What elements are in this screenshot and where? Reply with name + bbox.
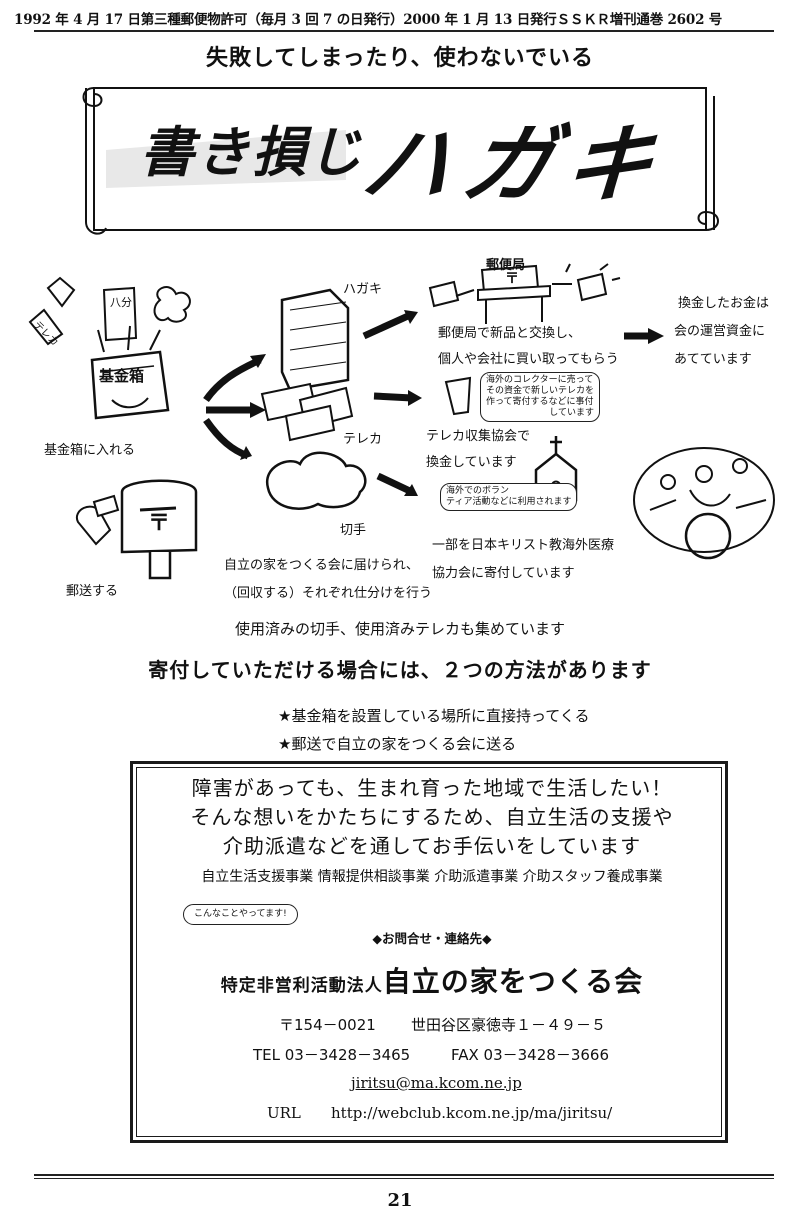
lead-line-3: 介助派遣などを通してお手伝いをしています (222, 834, 642, 858)
note-bubble: こんなことやってます! (183, 904, 298, 925)
hagaki-stack-icon (280, 288, 350, 392)
label-fund-box: 基金箱に入れる (44, 443, 136, 458)
org-prefix: 特定非営利活動法人 (220, 976, 383, 996)
organization-name: 特定非営利活動法人自立の家をつくる会 (133, 960, 731, 1000)
sorting-text-1: 自立の家をつくる会に届けられ、 (224, 558, 419, 573)
fund-box-icon (90, 350, 170, 420)
url-link[interactable]: http://webclub.kcom.ne.jp/ma/jiritsu/ (331, 1104, 613, 1122)
lead-line-2: そんな想いをかたちにするため、自立生活の支援や (190, 805, 674, 829)
label-telecard: テレカ (343, 432, 383, 447)
lead-line-1: 障害があっても、生まれ育った地域で生活したい！ (191, 776, 673, 800)
speech-bubble-collector: 海外のコレクターに売って その資金で新しいテレカを 作って寄付するなどに事付 し… (480, 372, 601, 422)
publication-info: 1992 年 4 月 17 日第三種郵便物許可（毎月 3 回 7 の日発行）20… (14, 12, 723, 28)
collection-bin-icon (444, 376, 472, 416)
people-group-icon (633, 447, 775, 553)
tel-number: TEL 03－3428－3465 (253, 1046, 411, 1064)
hand-icon (46, 276, 76, 308)
methods-heading: 寄付していただける場合には、２つの方法があります (148, 658, 652, 682)
label-mail: 郵送する (66, 584, 119, 599)
church-text-2: 協力会に寄付しています (432, 566, 575, 581)
sorting-text-2: （回収する）それぞれ仕分けを行う (224, 586, 433, 601)
scroll-banner (82, 87, 719, 235)
post-office-sign: 郵便局 (486, 258, 526, 273)
label-hagaki: ハガキ (343, 282, 383, 297)
fund-box-sign: 基金箱 (99, 367, 145, 385)
funds-text-3: あてています (674, 352, 752, 367)
church-text-1: 一部を日本キリスト教海外医療 (432, 538, 615, 553)
banner-title-kakisonji: 書き損じ (140, 121, 364, 184)
telecard-text-1: テレカ収集協会で (426, 429, 531, 444)
collect-sentence: 使用済みの切手、使用済みテレカも集めています (234, 620, 565, 638)
bubble-collector-line-1: 海外のコレクターに売って (486, 375, 594, 385)
postbox-symbol: 〒 (148, 511, 171, 536)
label-stamps: 切手 (340, 523, 367, 538)
hagaki-card-sign: 八分 (110, 296, 132, 309)
services-list: 自立生活支援事業 情報提供相談事業 介助派遣事業 介助スタッフ養成事業 (201, 869, 663, 885)
funds-text-2: 会の運営資金に (674, 324, 766, 339)
postal-code: 〒154－0021 (279, 1016, 376, 1034)
arrow-to-hagaki (203, 356, 262, 403)
flow-diagram-art (28, 263, 775, 580)
header-rule (34, 30, 774, 32)
organization-info-box: 障害があっても、生まれ育った地域で生活したい！ そんな想いをかたちにするため、自… (130, 761, 728, 1143)
email-link[interactable]: jiritsu@ma.kcom.ne.jp (351, 1074, 522, 1092)
url-label: URL (267, 1104, 301, 1122)
arrow-to-post-office (362, 312, 410, 340)
bubble-volunteer-line-1: 海外でのボラン (446, 486, 510, 496)
info-box-inner-border (136, 767, 722, 1137)
fax-number: FAX 03－3428－3666 (451, 1046, 609, 1064)
telecard-icon (28, 308, 64, 346)
post-office-symbol: 〒 (505, 271, 519, 287)
telecard-text-2: 換金しています (426, 455, 517, 470)
org-name: 自立の家をつくる会 (382, 965, 644, 998)
address: 世田谷区豪徳寺１－４９－５ (411, 1016, 607, 1034)
hagaki-icon (102, 286, 138, 342)
method-1: ★基金箱を設置している場所に直接持ってくる (278, 707, 590, 725)
bubble-volunteer-line-2: ティア活動などに利用されます (446, 497, 572, 507)
arrow-to-stamps (203, 417, 250, 460)
stamps-crumpled-icon (153, 286, 191, 323)
footer-rule (34, 1174, 774, 1176)
funds-text-1: 換金したお金は (678, 296, 770, 311)
new-card-icon (576, 272, 608, 302)
banner-subtitle: 失敗してしまったり、使わないでいる (206, 46, 594, 71)
contact-heading: ◆お問合せ・連絡先◆ (372, 931, 492, 946)
stamp-pile-icon (265, 451, 367, 510)
wheelchair-icon (684, 512, 732, 560)
banner-title-hagaki: ハガキ (353, 115, 679, 215)
exchange-card-icon (428, 280, 460, 308)
bubble-collector-line-3: 作って寄付するなどに事付 (486, 397, 594, 407)
arrow-to-church (376, 472, 414, 496)
postbox-icon (120, 479, 198, 554)
hand-with-parcel-icon (75, 505, 112, 546)
page-number: 21 (387, 1190, 413, 1211)
bubble-collector-line-4: しています (549, 408, 595, 418)
method-2: ★郵送で自立の家をつくる会に送る (278, 735, 517, 753)
post-office-text-1: 郵便局で新品と交換し、 (438, 326, 582, 341)
post-office-text-2: 個人や会社に買い取ってもらう (438, 352, 619, 367)
footer-rule-thin (34, 1178, 774, 1179)
arrow-to-telecard-assoc (373, 392, 413, 402)
speech-bubble-volunteer: 海外でのボラン ティア活動などに利用されます (440, 483, 578, 511)
bubble-collector-line-2: その資金で新しいテレカを (486, 386, 595, 396)
